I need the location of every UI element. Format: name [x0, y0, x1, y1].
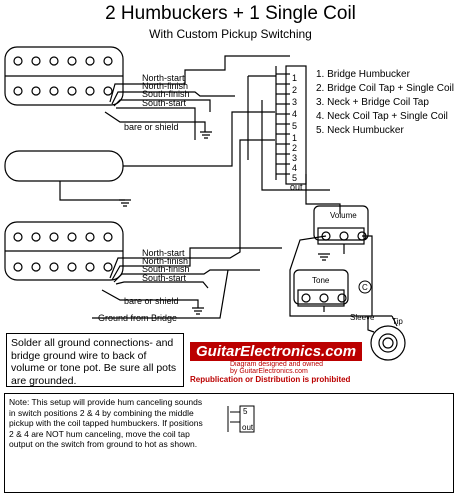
switch-pin-b1: 1	[292, 133, 297, 143]
tip-label: Tip	[392, 317, 403, 326]
inset-switch	[227, 405, 255, 433]
middle-single-coil	[4, 150, 124, 182]
diagram-title: 2 Humbuckers + 1 Single Coil	[105, 3, 356, 24]
inset-pin-label: 5	[243, 407, 248, 416]
brand-block: GuitarElectronics.com Diagram designed a…	[190, 342, 374, 384]
diagram-subtitle: With Custom Pickup Switching	[149, 27, 312, 41]
brand-logo: GuitarElectronics.com	[190, 342, 363, 361]
wire-label-north-start: North-start	[142, 73, 185, 83]
pole-pieces-bottom	[13, 86, 113, 96]
wire-label-south-finish-neck: South-finish	[142, 264, 190, 274]
switch-pin-5: 5	[292, 121, 297, 131]
wire-label-bare-shield: bare or shield	[124, 122, 179, 132]
position-legend: 1. Bridge Humbucker 2. Bridge Coil Tap +…	[316, 68, 454, 138]
bridge-humbucker	[4, 46, 124, 106]
pole-pieces-top	[13, 56, 113, 66]
switch-pin-2: 2	[292, 85, 297, 95]
wire-label-south-finish: South-finish	[142, 89, 190, 99]
switch-pin-1: 1	[292, 73, 297, 83]
legend-item: 2. Bridge Coil Tap + Single Coil	[316, 83, 454, 94]
wire-label-north-start-neck: North-start	[142, 248, 185, 258]
switch-pin-b2: 2	[292, 143, 297, 153]
legend-item: 4. Neck Coil Tap + Single Coil	[316, 111, 448, 122]
legend-item: 5. Neck Humbucker	[316, 125, 404, 136]
legend-item: 3. Neck + Bridge Coil Tap	[316, 97, 429, 108]
legend-item: 1. Bridge Humbucker	[316, 69, 410, 80]
hum-cancel-note: Note: This setup will provide hum cancel…	[4, 393, 454, 493]
tone-label: Tone	[312, 276, 330, 285]
ground-note: Solder all ground connections- and bridg…	[6, 333, 184, 387]
switch-pin-3: 3	[292, 97, 297, 107]
wire-label-south-start: South-start	[142, 98, 187, 108]
wire-label-bare-shield-neck: bare or shield	[124, 296, 179, 306]
neck-humbucker	[4, 221, 124, 281]
wire-label-south-start-neck: South-start	[142, 273, 187, 283]
capacitor-label: C	[362, 283, 368, 292]
brand-designed: Diagram designed and owned	[230, 361, 324, 368]
sleeve-label: Sleeve	[350, 313, 375, 322]
selector-switch	[247, 65, 307, 185]
switch-pin-b5: 5	[292, 173, 297, 183]
switch-pin-4: 4	[292, 109, 297, 119]
volume-pot	[313, 205, 369, 254]
inset-out-label: out	[242, 423, 254, 432]
brand-rights: Republication or Distribution is prohibi…	[190, 375, 351, 384]
wire-label-north-finish: North-finish	[142, 81, 188, 91]
tone-pot	[293, 269, 349, 312]
wire-label-ground-bridge: Ground from Bridge	[98, 313, 177, 323]
switch-out-label: out	[290, 182, 303, 192]
switch-pin-b4: 4	[292, 163, 297, 173]
hum-note-text: Note: This setup will provide hum cancel…	[9, 397, 203, 449]
brand-owner: by GuitarElectronics.com	[230, 368, 308, 375]
volume-label: Volume	[330, 211, 357, 220]
wire-label-north-finish-neck: North-finish	[142, 256, 188, 266]
switch-pin-b3: 3	[292, 153, 297, 163]
output-jack	[367, 315, 406, 361]
